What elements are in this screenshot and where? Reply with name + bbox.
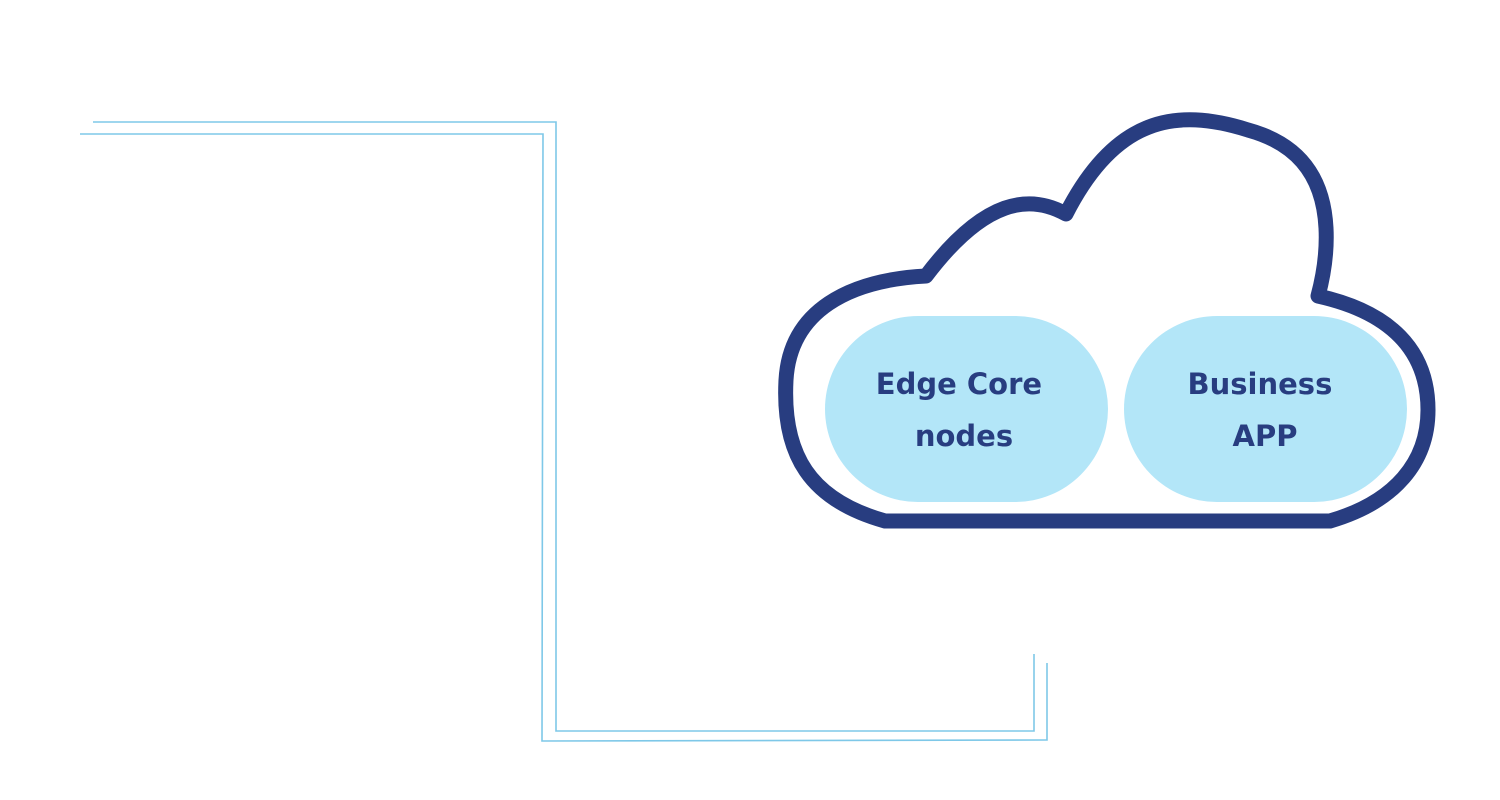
business-app-line-2: APP [1233, 419, 1298, 453]
connector-inner-line [93, 121, 1035, 732]
connector-line [80, 121, 1048, 742]
business-app-pill [1124, 316, 1407, 502]
business-app-label: Business APP [1188, 367, 1343, 453]
edge-core-nodes-line-2: nodes [915, 419, 1013, 453]
connector-outer-line [80, 133, 1048, 742]
edge-core-nodes-line-1: Edge Core [876, 367, 1042, 401]
node-edge-core-nodes: Edge Core nodes [825, 316, 1108, 502]
business-app-line-1: Business [1188, 367, 1333, 401]
edge-core-nodes-pill [825, 316, 1108, 502]
node-business-app: Business APP [1124, 316, 1407, 502]
edge-core-nodes-label: Edge Core nodes [876, 367, 1052, 453]
